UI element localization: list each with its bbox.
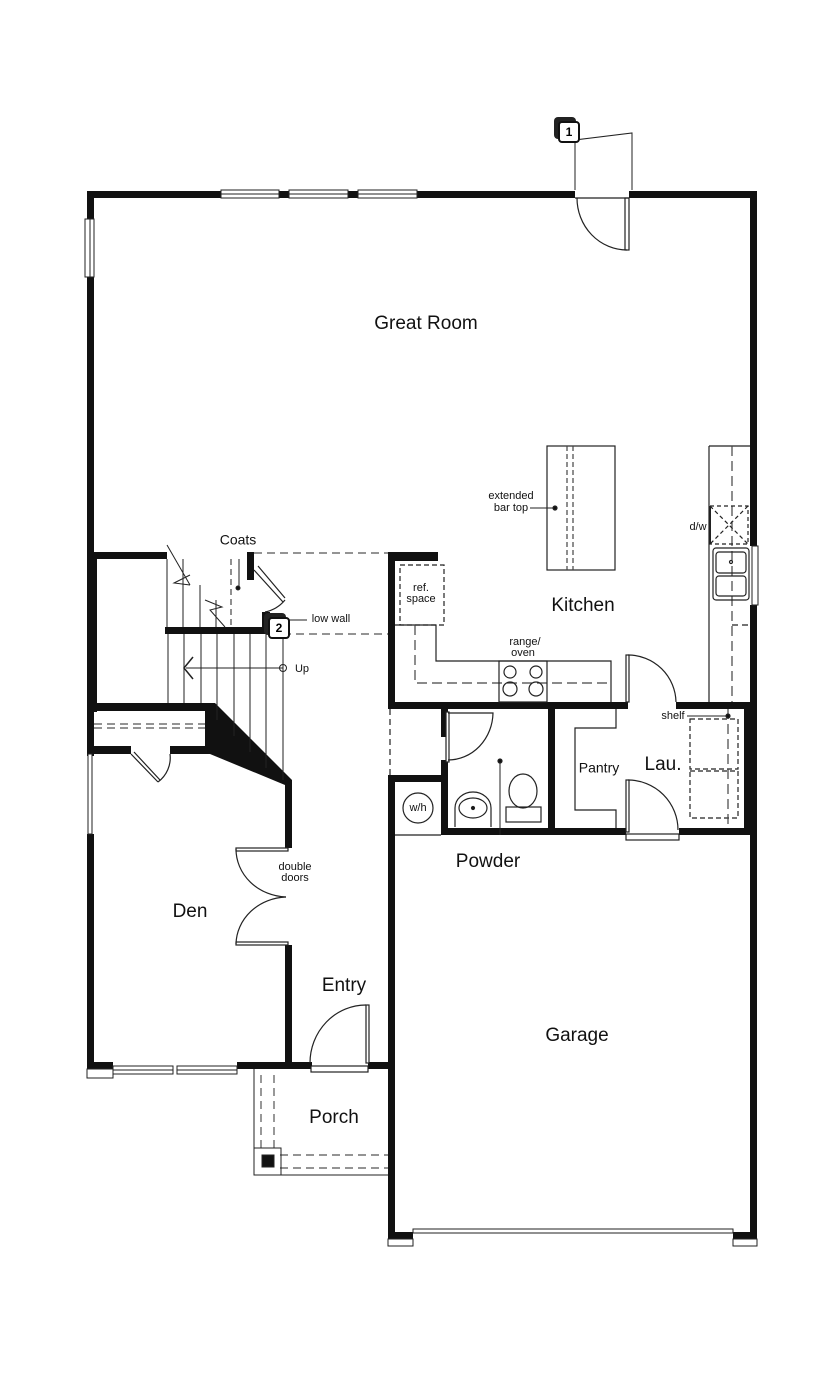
annotation-range-line1: range/ [509,636,541,649]
annotation-double-line2: doors [281,872,309,885]
stairs [166,544,307,780]
room-label-great-room: Great Room [374,313,478,335]
room-label-garage: Garage [545,1025,609,1047]
room-label-den: Den [172,901,208,923]
powder-fixtures [389,709,542,836]
annotation-double-line1: double [278,861,312,874]
annotation-extended-line1: extended [488,490,534,503]
room-label-laundry: Lau. [644,754,682,776]
room-label-porch: Porch [309,1107,359,1129]
option-marker-2[interactable]: 2 [268,617,290,639]
annotation-extended-line2: bar top [493,502,529,515]
annotation-dishwasher: d/w [689,521,707,534]
windows [84,189,759,1247]
kitchen-fixtures [395,445,750,703]
annotation-low-wall: low wall [311,613,351,626]
room-label-pantry: Pantry [578,759,620,776]
annotation-ref-line2: space [406,593,436,606]
room-label-coats: Coats [219,531,257,548]
annotation-range-line2: oven [511,647,535,660]
room-label-powder: Powder [455,851,521,873]
doors [130,132,680,1073]
annotation-ref-line1: ref. [413,582,429,595]
dashed-openings [94,552,388,1169]
annotation-shelf: shelf [661,710,685,723]
annotation-stairs-up: Up [294,663,310,676]
annotation-water-heater: w/h [409,802,427,815]
room-label-kitchen: Kitchen [551,595,615,617]
room-label-entry: Entry [321,975,367,997]
option-marker-1[interactable]: 1 [558,121,580,143]
exterior-walls [87,191,757,1245]
porch [253,1069,388,1176]
pantry-laundry [574,709,739,828]
